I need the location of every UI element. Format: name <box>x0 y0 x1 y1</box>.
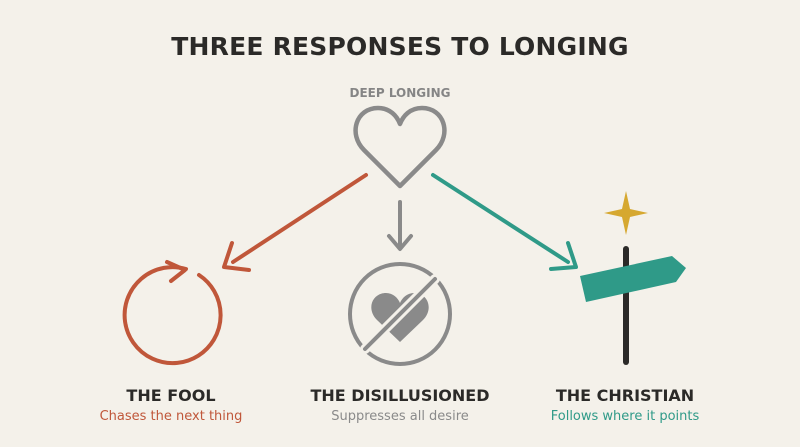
arrow-to-disillusioned <box>387 200 413 251</box>
crossed-heart-icon <box>348 262 452 366</box>
arrow-to-fool <box>222 173 368 272</box>
star-icon <box>604 191 648 235</box>
response-subtitle-disillusioned: Suppresses all desire <box>331 409 469 424</box>
response-title-disillusioned: THE DISILLUSIONED <box>310 386 490 405</box>
signpost-star-icon <box>580 191 686 365</box>
response-title-fool: THE FOOL <box>126 386 216 405</box>
heart-outline-icon <box>353 105 447 189</box>
arrow-to-christian <box>431 173 578 271</box>
response-subtitle-fool: Chases the next thing <box>99 409 243 424</box>
response-subtitle-christian: Follows where it points <box>550 409 700 424</box>
page-title: THREE RESPONSES TO LONGING <box>171 32 629 61</box>
response-title-christian: THE CHRISTIAN <box>555 386 695 405</box>
source-label: DEEP LONGING <box>349 86 451 100</box>
circular-arrow-icon <box>122 260 223 366</box>
